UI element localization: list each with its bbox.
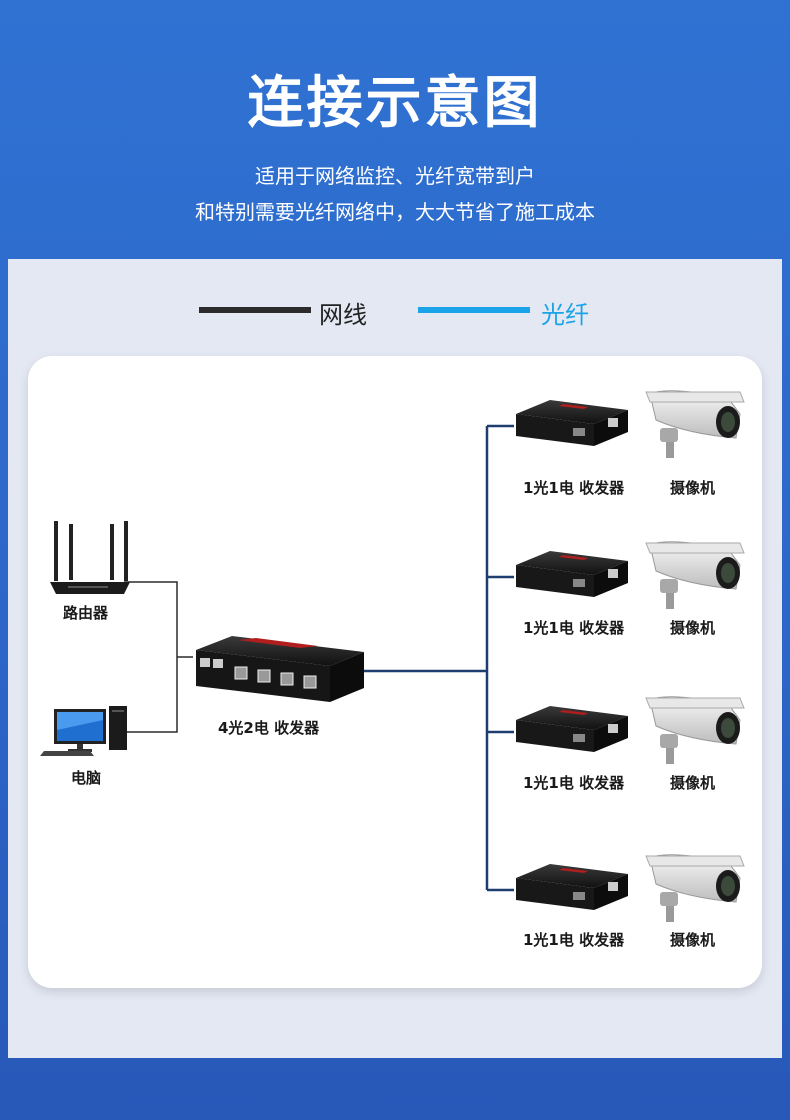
main-transceiver-icon (196, 636, 364, 702)
branch-1-camera-icon (645, 390, 745, 458)
branch-3-transceiver-icon (516, 706, 628, 752)
subtitle-line-1: 适用于网络监控、光纤宽带到户 (255, 164, 535, 188)
branch-1-camera-label: 摄像机 (670, 479, 716, 497)
pc-label: 电脑 (71, 769, 102, 787)
branch-4-transceiver-icon (516, 864, 628, 910)
branch-3-transceiver-label: 1光1电 收发器 (523, 774, 625, 792)
subtitle-line-2: 和特别需要光纤网络中，大大节省了施工成本 (195, 200, 595, 224)
branch-4-camera-label: 摄像机 (670, 931, 716, 949)
branch-2-camera-icon (645, 541, 745, 609)
network-cables (124, 581, 193, 733)
branch-4-camera-icon (645, 854, 745, 922)
branch-4-transceiver-label: 1光1电 收发器 (523, 931, 625, 949)
legend-fiber-line (418, 307, 530, 313)
branch-3-camera-label: 摄像机 (670, 774, 716, 792)
legend-cable-line (199, 307, 311, 313)
branch-2-transceiver-label: 1光1电 收发器 (523, 619, 625, 637)
diagram-card: 路由器 电脑 4光2电 收发器 1光1电 收发器 摄像机 1光1电 收发器 摄像… (28, 356, 762, 988)
branch-1-transceiver-label: 1光1电 收发器 (523, 479, 625, 497)
network-diagram (40, 390, 745, 922)
branch-1-transceiver-icon (516, 400, 628, 446)
branch-2-transceiver-icon (516, 551, 628, 597)
page-title: 连接示意图 (247, 71, 543, 136)
computer-icon (40, 706, 127, 756)
router-label: 路由器 (63, 604, 109, 622)
branch-2-camera-label: 摄像机 (670, 619, 716, 637)
fiber-lines (364, 424, 514, 892)
branch-3-camera-icon (645, 696, 745, 764)
branch-devices (516, 390, 745, 922)
main-transceiver-label: 4光2电 收发器 (218, 719, 320, 737)
legend-cable-label: 网线 (319, 301, 367, 329)
legend-fiber-label: 光纤 (541, 301, 589, 329)
router-icon (50, 521, 130, 594)
